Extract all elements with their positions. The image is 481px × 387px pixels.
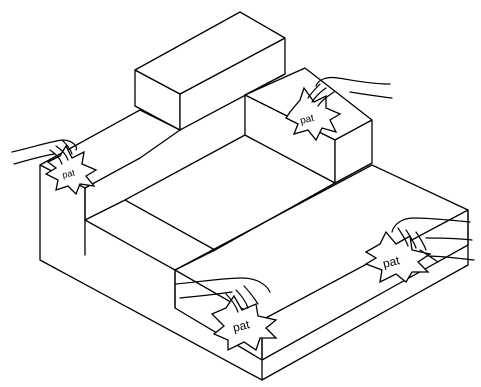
pat-burst-right: pat — [364, 217, 475, 284]
base-right-front — [261, 209, 469, 381]
pat-burst-left: pat — [11, 139, 98, 196]
pat-label: pat — [299, 113, 315, 127]
burst-shape — [285, 86, 342, 142]
pat-label: pat — [231, 317, 251, 335]
pat-label: pat — [381, 253, 401, 271]
pat-label: pat — [61, 167, 76, 179]
hand-icon — [175, 277, 271, 313]
burst-shape — [210, 294, 278, 352]
front-slab-side — [174, 209, 469, 361]
hand-icon-lower — [419, 249, 475, 263]
hand-icon — [307, 76, 393, 107]
right-mid-block — [244, 67, 373, 184]
mid-block-side — [334, 119, 373, 184]
pat-burst-top-right: pat — [285, 76, 393, 142]
front-slab-top — [174, 164, 469, 321]
top-block-top — [134, 11, 286, 95]
burst-shape — [364, 230, 432, 284]
hand-icon — [11, 139, 77, 165]
pat-burst-bottom: pat — [175, 277, 278, 352]
top-left-block — [134, 11, 286, 131]
hand-icon — [391, 217, 473, 251]
floor-left-strip — [84, 129, 181, 221]
